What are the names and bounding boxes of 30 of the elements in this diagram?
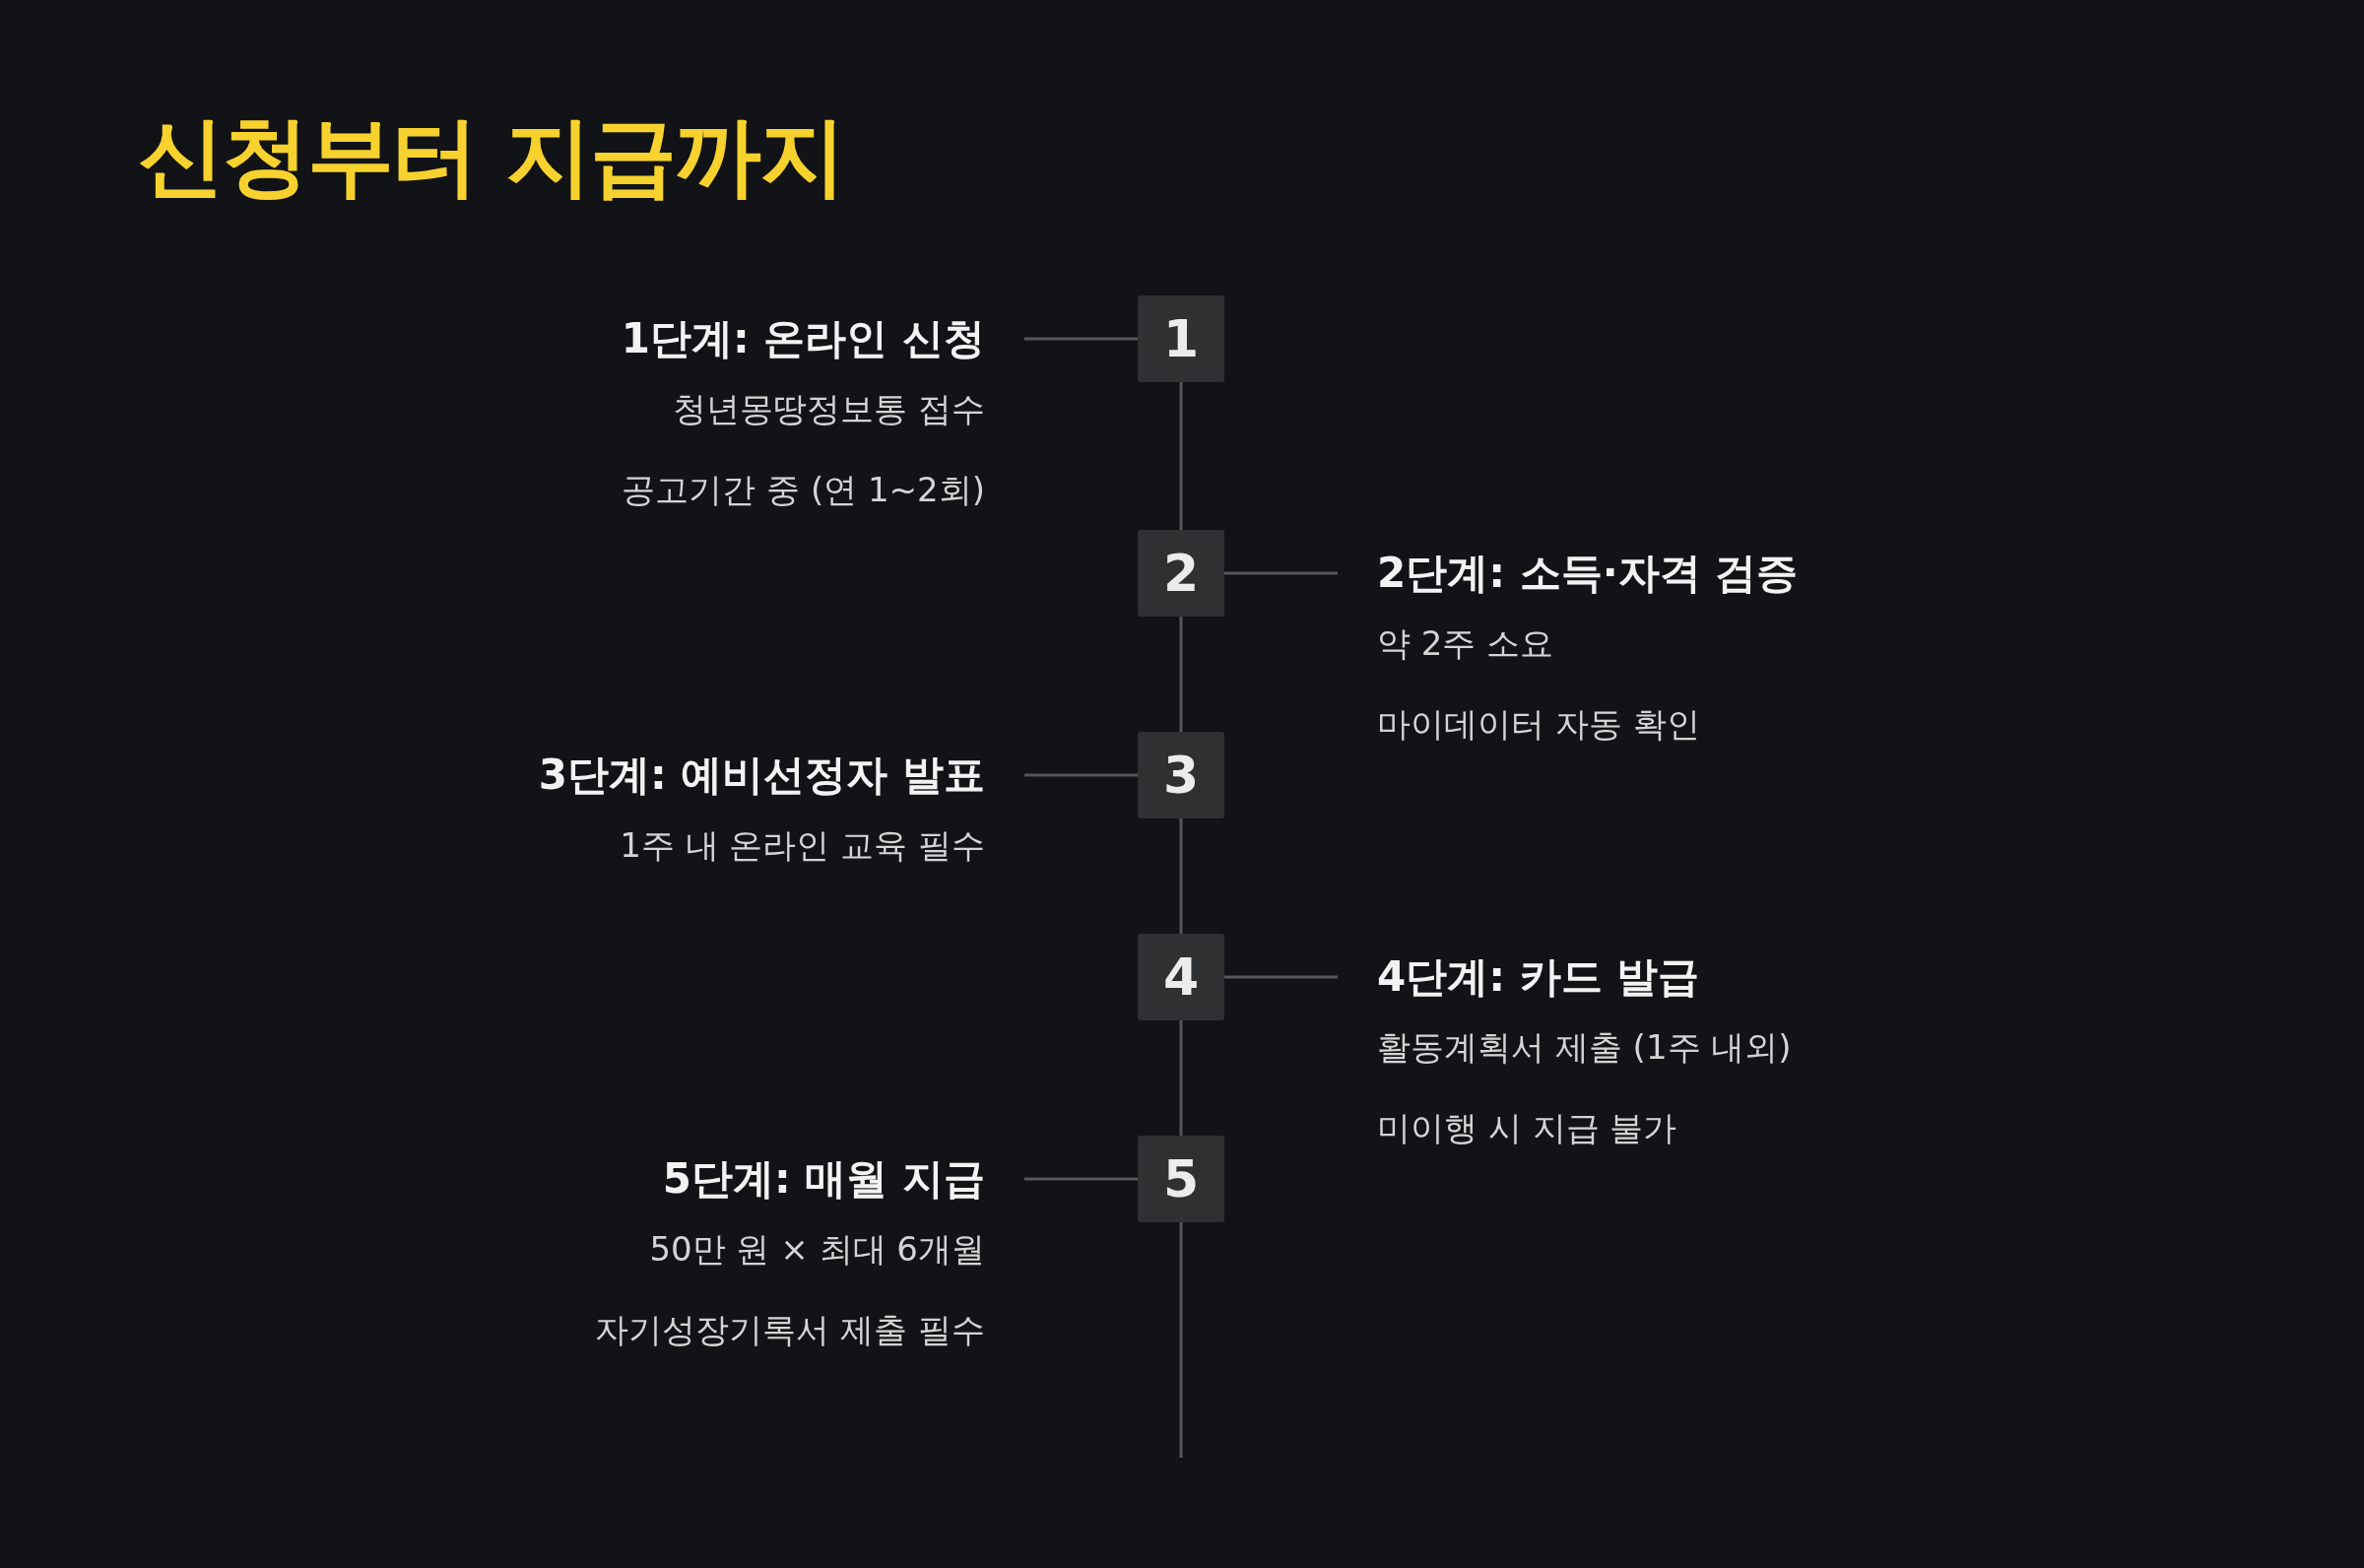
step-detail: 마이데이터 자동 확인 [1377,703,1701,746]
step-detail: 자기성장기록서 제출 필수 [594,1309,985,1351]
title: 신청부터 지급까지 [138,104,844,209]
step-number-box: 3 [1138,732,1224,818]
step-number-box: 5 [1138,1136,1224,1222]
step-heading: 4단계: 카드 발급 [1377,951,1701,1003]
connector-line [1179,1222,1183,1458]
connector-line [1024,337,1138,341]
step-detail: 미이행 시 지급 불가 [1377,1107,1678,1149]
step-heading: 2단계: 소득·자격 검증 [1377,548,1800,599]
connector-line [1224,571,1338,575]
step-detail: 청년몽땅정보통 접수 [672,388,985,430]
step-number-box: 2 [1138,530,1224,617]
connector-line [1224,975,1338,979]
connector-line [1024,1177,1138,1181]
step-detail: 활동계획서 제출 (1주 내외) [1377,1026,1793,1069]
connector-line [1179,1020,1183,1136]
step-heading: 3단계: 예비선정자 발표 [537,750,985,801]
step-detail: 공고기간 중 (연 1~2회) [621,469,985,511]
step-heading: 1단계: 온라인 신청 [620,313,985,364]
connector-line [1179,818,1183,934]
connector-line [1179,617,1183,732]
step-heading: 5단계: 매월 지급 [661,1153,985,1205]
step-detail: 1주 내 온라인 교육 필수 [619,824,985,867]
step-number-box: 1 [1138,295,1224,382]
connector-line [1179,382,1183,530]
step-detail: 약 2주 소요 [1377,622,1555,665]
step-detail: 50만 원 × 최대 6개월 [648,1228,985,1271]
connector-line [1024,773,1138,777]
step-number-box: 4 [1138,934,1224,1020]
